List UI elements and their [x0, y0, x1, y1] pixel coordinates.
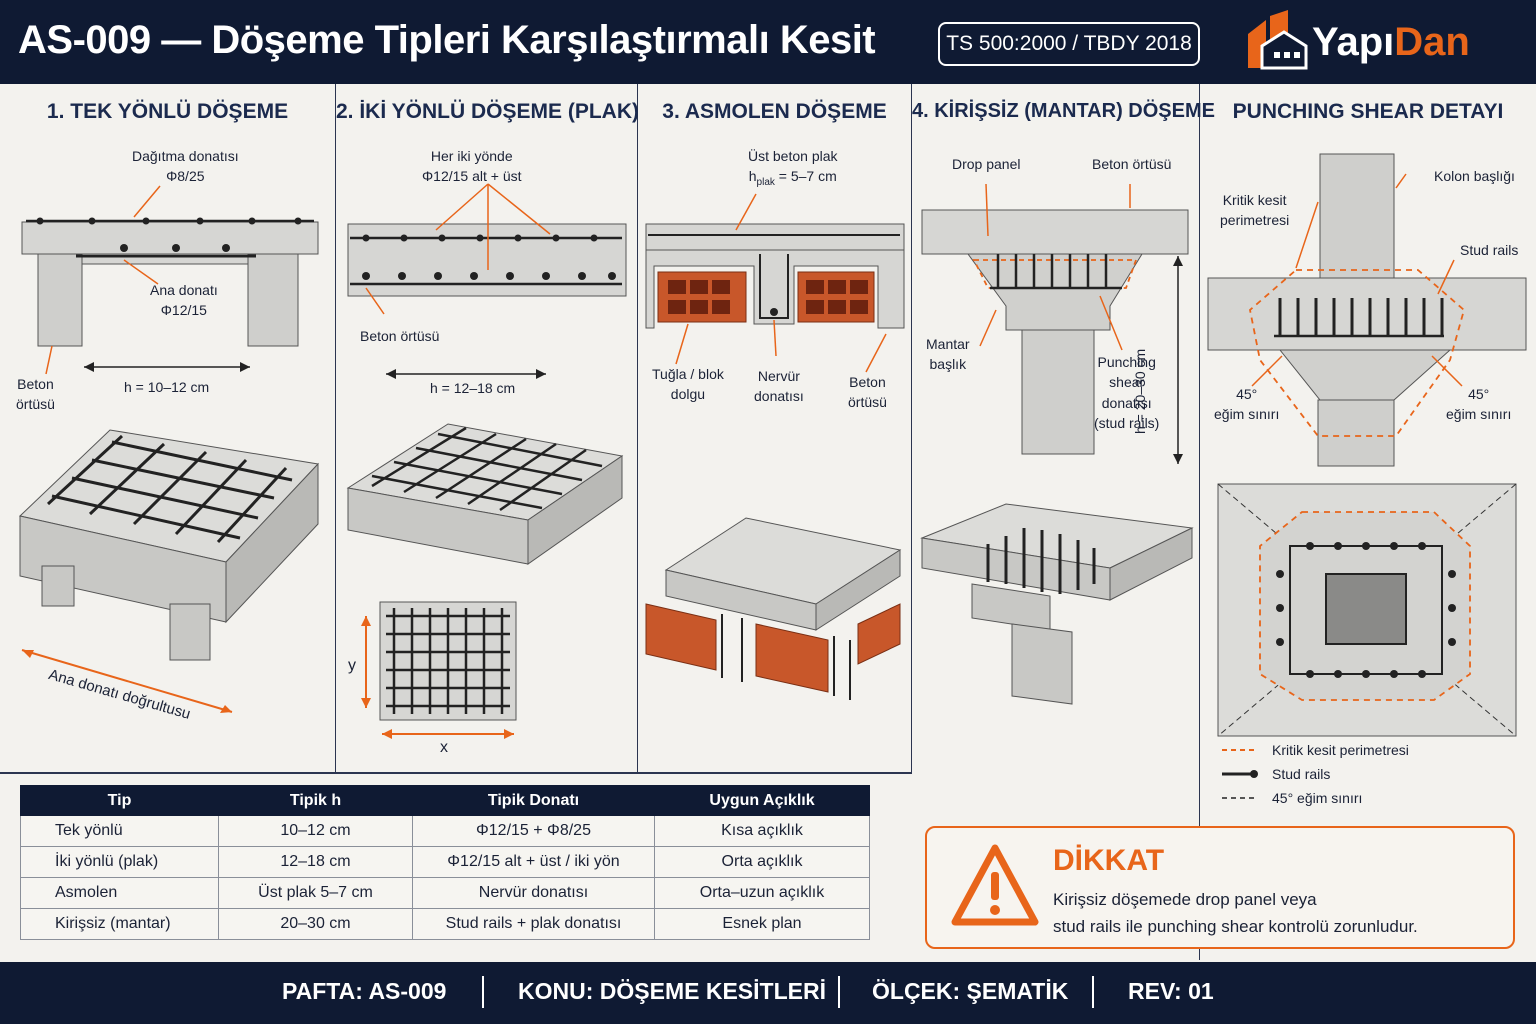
panel-ribbed-slab: 3. ASMOLEN DÖŞEME Üst beton plak hplak = …: [638, 84, 912, 772]
panel-title: 2. İKİ YÖNLÜ DÖŞEME (PLAK): [336, 100, 639, 123]
panel-title: 4. KİRİŞSİZ (MANTAR) DÖŞEME: [912, 100, 1215, 122]
panel-title: 3. ASMOLEN DÖŞEME: [662, 100, 887, 123]
page-title: AS-009 — Döşeme Tipleri Karşılaştırmalı …: [18, 18, 876, 62]
column-head-label: Kolon başlığı: [1434, 168, 1515, 184]
both-direction-value: Φ12/15 alt + üst: [422, 168, 522, 185]
mushroom-capital-label: Mantar: [926, 336, 970, 352]
angle-label-right: 45°: [1468, 386, 1490, 402]
ribbed-slab-drawing: [645, 193, 905, 700]
warning-box: DİKKAT Kirişsiz döşemede drop panel veya…: [925, 826, 1515, 949]
header-bar: AS-009 — Döşeme Tipleri Karşılaştırmalı …: [0, 0, 1536, 84]
table-header: Uygun Açıklık: [654, 785, 870, 816]
scale: ÖLÇEK: ŞEMATİK: [872, 978, 1069, 1004]
critical-perimeter-label: Kritik kesit: [1222, 192, 1287, 208]
top-slab-label: Üst beton plak: [748, 148, 838, 164]
building-icon: [1248, 10, 1308, 70]
table-header: Tipik Donatı: [412, 785, 655, 816]
main-bar-label: Ana donatı: [150, 282, 218, 298]
warning-title: DİKKAT: [1053, 844, 1165, 877]
table-divider: [0, 772, 912, 774]
legend-critical-perimeter: Kritik kesit perimetresi: [1272, 742, 1409, 758]
company-logo: YapıDan: [1244, 10, 1524, 74]
panel-title: 1. TEK YÖNLÜ DÖŞEME: [46, 100, 289, 123]
slab-comparison-table: Tip Tipik h Tipik Donatı Uygun Açıklık T…: [20, 785, 870, 940]
warning-icon: [951, 844, 1039, 926]
main-bar-value: Φ12/15: [160, 302, 207, 319]
legend-angle-limit: 45° eğim sınırı: [1272, 790, 1363, 806]
top-slab-value: hplak = 5–7 cm: [748, 168, 837, 189]
legend-stud-rails: Stud rails: [1272, 766, 1331, 782]
thickness-label: h = 20–30 cm: [1132, 348, 1148, 434]
drop-panel-label: Drop panel: [952, 156, 1021, 172]
thickness-label: h = 10–12 cm: [124, 379, 210, 395]
angle-label-left: 45°: [1236, 386, 1258, 402]
thickness-label: h = 12–18 cm: [430, 380, 516, 396]
distribution-bar-value: Φ8/25: [166, 168, 205, 185]
cover-label: Beton örtüsü: [360, 328, 440, 344]
rib-bar-label: Nervür: [757, 368, 800, 384]
punching-shear-label: Punching: [1097, 354, 1156, 370]
logo-text: YapıDan: [1312, 20, 1470, 64]
brick-fill-label: Tuğla / blok: [652, 366, 724, 382]
distribution-bar-label: Dağıtma donatısı: [132, 148, 239, 164]
panel-two-way-slab: 2. İKİ YÖNLÜ DÖŞEME (PLAK) Her iki yönde…: [336, 84, 639, 772]
footer-bar: PAFTA: AS-009 KONU: DÖŞEME KESİTLERİ ÖLÇ…: [0, 962, 1536, 1024]
standard-badge: TS 500:2000 / TBDY 2018: [938, 22, 1200, 66]
both-direction-label: Her iki yönde: [430, 148, 513, 164]
y-axis-label: y: [348, 657, 356, 674]
cover-label: Beton: [849, 374, 886, 390]
panel-flat-slab: 4. KİRİŞSİZ (MANTAR) DÖŞEME Drop panel B…: [912, 84, 1215, 960]
cover-label: Beton: [17, 376, 54, 392]
sheet-number: PAFTA: AS-009: [282, 978, 447, 1004]
stud-rails-label: Stud rails: [1460, 242, 1519, 258]
punching-shear-drawing: [1207, 153, 1527, 799]
one-way-slab-drawing: [18, 185, 320, 713]
revision: REV: 01: [1128, 978, 1214, 1004]
subject: KONU: DÖŞEME KESİTLERİ: [518, 978, 826, 1004]
panel-title: PUNCHING SHEAR DETAYI: [1232, 100, 1504, 123]
x-axis-label: x: [440, 739, 448, 756]
two-way-slab-drawing: [346, 183, 627, 739]
cover-label: Beton örtüsü: [1092, 156, 1172, 172]
table-header: Tip: [20, 785, 219, 816]
table-header: Tipik h: [218, 785, 413, 816]
flat-slab-drawing: [920, 183, 1194, 705]
